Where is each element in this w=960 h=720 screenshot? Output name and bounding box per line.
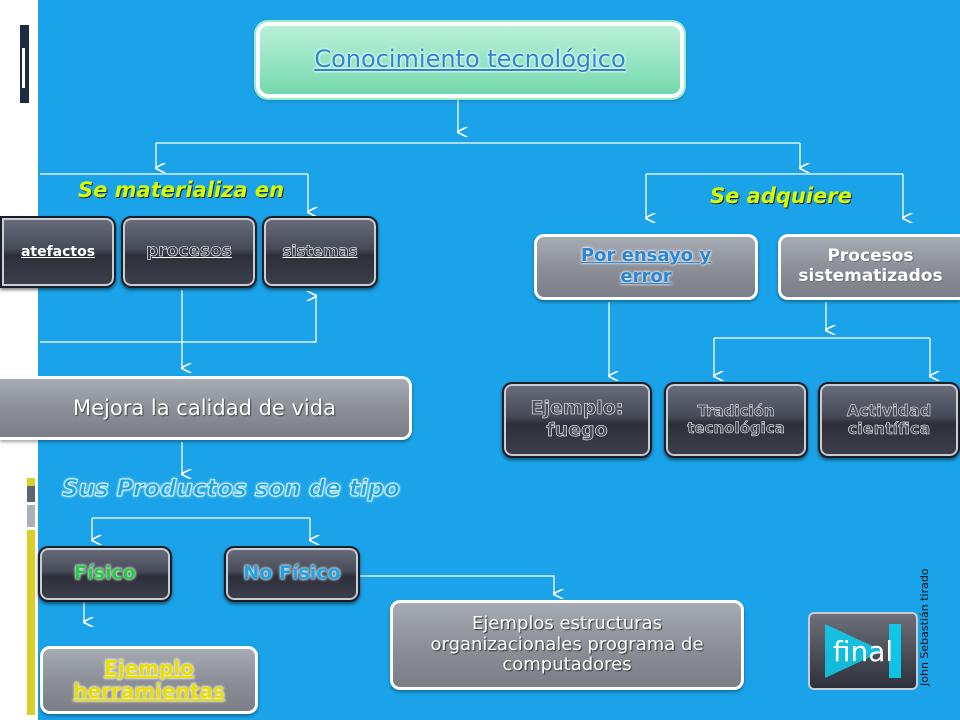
node-procesos: procesos (121, 216, 257, 288)
end-icon (825, 624, 901, 678)
node-nofisico-text: No Físico (243, 562, 341, 585)
node-procesos-text: procesos (146, 241, 232, 262)
node-mejora: Mejora la calidad de vida (0, 376, 412, 440)
node-herramientas: Ejemplo herramientas (40, 646, 258, 714)
node-fuego: Ejemplo: fuego (502, 382, 652, 458)
node-estructuras: Ejemplos estructuras organizacionales pr… (390, 600, 744, 690)
node-tradicion: Tradición tecnológica (664, 382, 808, 458)
node-ensayo: Por ensayo y error (534, 234, 758, 300)
node-nofisico: No Físico (224, 546, 360, 602)
node-atefactos-text: atefactos (20, 243, 96, 260)
deco-bar-5 (27, 505, 35, 527)
node-fisico-text: Físico (74, 562, 136, 585)
deco-bar-6 (27, 530, 35, 715)
node-tradicion-text: Tradición tecnológica (687, 401, 785, 437)
author-text: John Sebastián tirado (918, 568, 931, 686)
node-sistemas: sistemas (262, 216, 378, 288)
label-materializa: Se materializa en (78, 178, 285, 202)
node-herramientas-text: Ejemplo herramientas (73, 656, 225, 703)
node-actividad: Actividad científica (818, 382, 960, 458)
deco-bar-3 (27, 478, 35, 490)
final-button[interactable]: final (808, 612, 918, 690)
node-sistematizados-text: Procesos sistematizados (798, 246, 943, 286)
node-mejora-text: Mejora la calidad de vida (73, 395, 336, 420)
deco-bar-2 (22, 48, 25, 88)
deco-bar-4 (27, 486, 35, 502)
node-sistematizados: Procesos sistematizados (778, 234, 960, 300)
title-text: Conocimiento tecnológico (314, 45, 626, 74)
title-node: Conocimiento tecnológico (256, 22, 684, 98)
final-button-label: final (832, 634, 894, 668)
node-sistemas-text: sistemas (282, 242, 358, 261)
label-productos: Sus Productos son de tipo (62, 476, 401, 503)
node-fisico: Físico (38, 546, 172, 602)
author-credit: John Sebastián tirado (912, 528, 942, 688)
node-estructuras-text: Ejemplos estructuras organizacionales pr… (430, 612, 704, 676)
node-fuego-text: Ejemplo: fuego (530, 397, 624, 441)
node-ensayo-text: Por ensayo y error (580, 245, 712, 287)
node-atefactos: atefactos (0, 216, 116, 288)
label-adquiere: Se adquiere (710, 184, 852, 208)
node-actividad-text: Actividad científica (846, 400, 932, 438)
